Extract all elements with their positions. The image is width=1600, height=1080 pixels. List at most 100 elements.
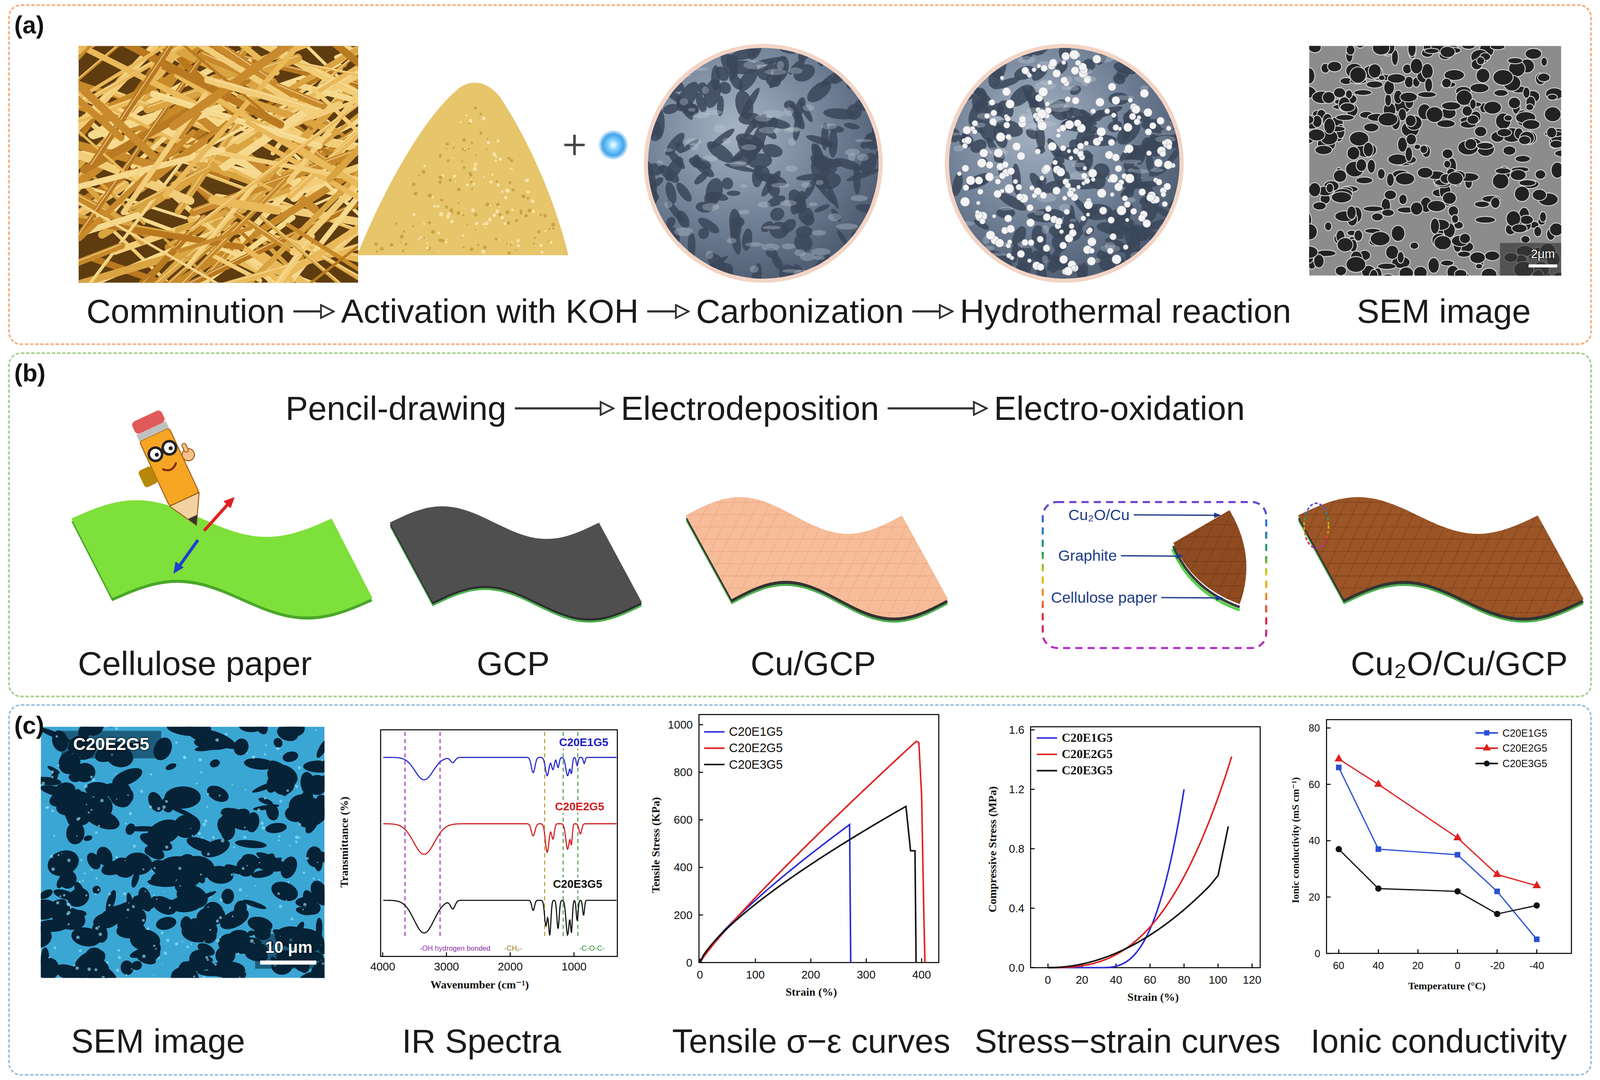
powder-pile [495, 155, 498, 158]
sem-micrograph [202, 975, 206, 978]
porous-carbon-sphere [702, 202, 720, 211]
sem-micrograph [165, 726, 201, 739]
powder-pile [479, 131, 483, 135]
loaded-carbon-sphere [1156, 116, 1165, 125]
porous-carbon-sphere [813, 255, 826, 260]
powder-pile [468, 122, 470, 125]
sem-micrograph [154, 947, 157, 950]
powder-pile [524, 213, 528, 218]
sem-micrograph [1507, 57, 1523, 64]
powder-pile [436, 204, 440, 208]
powder-pile [402, 230, 406, 233]
powder-pile [422, 222, 425, 225]
loaded-carbon-sphere [1063, 266, 1073, 276]
powder-pile [489, 180, 493, 184]
powder-pile [454, 180, 457, 183]
loaded-carbon-sphere [1062, 195, 1068, 201]
powder-pile [524, 178, 526, 181]
powder-pile [488, 217, 492, 222]
powder-pile [514, 219, 518, 223]
sem-micrograph [264, 856, 272, 865]
drawing-direction-arrows [177, 539, 199, 569]
porous-carbon-sphere [664, 215, 678, 229]
powder-pile [460, 212, 463, 214]
sem-micrograph [1399, 92, 1418, 102]
loaded-carbon-sphere [1145, 128, 1152, 136]
sem-micrograph [1405, 114, 1416, 127]
sem-micrograph [1475, 216, 1496, 224]
loaded-carbon-sphere [1069, 218, 1077, 223]
sem-micrograph [1514, 186, 1530, 202]
sem-micrograph [251, 726, 271, 737]
drawing-direction-arrows [204, 501, 231, 531]
sem-micrograph [1356, 158, 1367, 172]
porous-carbon-sphere [656, 160, 664, 167]
straw-photo [207, 77, 319, 110]
powder-pile [477, 243, 480, 247]
loaded-carbon-sphere [1157, 266, 1175, 286]
sem-micrograph [166, 938, 170, 942]
loaded-carbon-sphere [956, 83, 965, 90]
loaded-carbon-sphere [1076, 184, 1081, 189]
porous-carbon-sphere [762, 225, 781, 230]
powder-pile [462, 246, 465, 249]
loaded-carbon-sphere [1139, 89, 1149, 98]
sem-micrograph [1461, 45, 1476, 50]
powder-pile [509, 167, 512, 170]
loaded-carbon-sphere [954, 273, 962, 277]
powder-pile [439, 212, 444, 217]
loaded-carbon-sphere [1039, 175, 1045, 181]
sem-micrograph [1335, 114, 1354, 121]
powder-pile [494, 237, 498, 241]
loaded-carbon-sphere [1169, 96, 1193, 120]
sem-micrograph [1419, 145, 1428, 154]
powder-pile [456, 210, 461, 215]
sem-micrograph [251, 755, 256, 759]
loaded-carbon-sphere [1061, 60, 1066, 65]
loaded-carbon-sphere [1074, 119, 1082, 127]
straw-photo [78, 243, 122, 271]
loaded-carbon-sphere [1052, 69, 1061, 78]
powder-pile [412, 225, 415, 228]
sem-micrograph [1510, 169, 1526, 181]
loaded-carbon-sphere [1104, 108, 1110, 114]
sem-micrograph [160, 795, 176, 814]
sem-micrograph [61, 852, 63, 854]
cellulose-paper-sheet [71, 499, 373, 620]
loaded-carbon-sphere [1124, 144, 1134, 153]
sem-micrograph [1367, 159, 1376, 173]
loaded-carbon-sphere [1159, 150, 1167, 158]
loaded-carbon-sphere [1059, 241, 1067, 250]
straw-photo [247, 121, 359, 196]
loaded-carbon-sphere [1142, 219, 1151, 228]
loaded-carbon-sphere [962, 143, 968, 149]
porous-carbon-sphere [863, 35, 884, 62]
powder-pile [419, 235, 422, 239]
sem-micrograph [1399, 267, 1414, 276]
sem-micrograph [1349, 66, 1366, 84]
powder-pile [496, 183, 500, 187]
loaded-carbon-sphere [940, 33, 1193, 291]
porous-carbon-sphere [835, 256, 845, 265]
loaded-carbon-sphere [1149, 168, 1164, 173]
porous-carbon-sphere [644, 44, 883, 283]
porous-carbon-sphere [846, 52, 879, 74]
sem-micrograph [51, 809, 54, 812]
sem-micrograph [1519, 215, 1534, 225]
porous-carbon-sphere [810, 248, 831, 256]
oxidized-copper-sheet [1297, 496, 1584, 618]
porous-carbon-sphere [835, 223, 858, 230]
sem-micrograph [117, 955, 121, 959]
loaded-carbon-sphere [1087, 227, 1093, 233]
powder-pile [421, 169, 426, 174]
porous-carbon-sphere [785, 165, 798, 172]
sem-micrograph [1532, 189, 1547, 201]
porous-carbon-sphere [801, 181, 812, 188]
porous-carbon-sphere [646, 58, 658, 63]
powder-pile [486, 137, 489, 140]
sem-micrograph [1525, 48, 1542, 60]
powder-pile [474, 221, 479, 226]
sem-micrograph [1440, 260, 1454, 266]
porous-carbon-sphere [855, 253, 875, 259]
